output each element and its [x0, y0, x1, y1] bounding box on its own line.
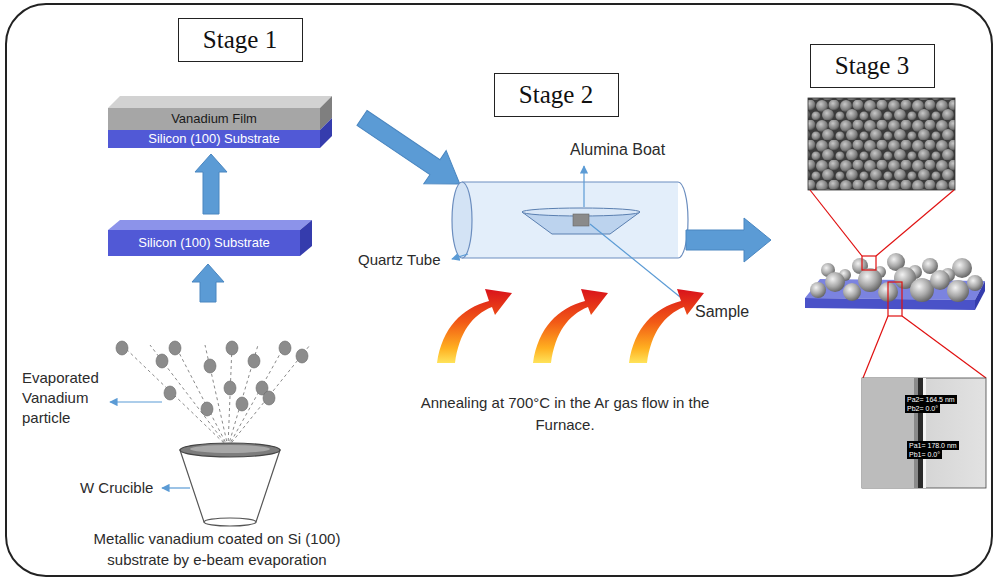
callout-label: Annealing at 700°C in the Ar gas flow in…	[415, 392, 715, 436]
measurement-tag: Pa2= 164.5 nm	[905, 395, 957, 404]
evaporation-paths	[122, 345, 310, 447]
measurement-tag: Pa1= 178.0 nm	[907, 441, 959, 450]
stage-heading-box: Stage 1	[178, 18, 303, 62]
stage-heading-box: Stage 2	[494, 73, 619, 117]
vanadium-oxide-spheres	[810, 253, 983, 302]
layer-name: Vanadium Film	[108, 108, 320, 130]
measurement-tag: Pb1= 0.0°	[907, 450, 942, 459]
substrate-slab	[108, 220, 312, 256]
heat-arrows	[437, 289, 704, 363]
callout-label: Metallic vanadium coated on Si (100) sub…	[62, 528, 372, 570]
layer-name: Silicon (100) Substrate	[108, 230, 300, 256]
film-stack-slab	[108, 96, 332, 148]
zoom-markers	[810, 190, 986, 378]
callout-label: W Crucible	[80, 478, 153, 498]
layer-name: Silicon (100) Substrate	[108, 130, 320, 148]
callout-label: Alumina Boat	[570, 140, 665, 159]
leader-line	[452, 254, 468, 259]
callout-label: Quartz Tube	[358, 250, 441, 269]
quartz-tube	[452, 182, 688, 258]
process-arrow	[195, 154, 227, 214]
process-arrow	[686, 218, 771, 262]
process-arrow	[192, 264, 224, 302]
leader-line	[583, 166, 584, 207]
sample-piece	[573, 214, 589, 226]
stage-title: Stage 1	[203, 26, 277, 54]
tungsten-crucible	[180, 443, 280, 526]
measurement-tag: Pb2= 0.0°	[905, 404, 940, 413]
stage-title: Stage 2	[519, 81, 593, 109]
layer-slab: Silicon (100) Substrate	[108, 218, 314, 258]
process-arrow	[351, 101, 471, 200]
alumina-boat	[522, 208, 640, 234]
leader-line	[110, 401, 162, 402]
sem-top-view	[808, 98, 955, 190]
outer-frame	[6, 4, 992, 576]
stage-title: Stage 3	[835, 52, 909, 80]
leader-line	[162, 487, 190, 488]
callout-label: Sample	[695, 302, 749, 321]
callout-label: Evaporated Vanadium particle	[22, 368, 117, 428]
layer-slab: Vanadium FilmSilicon (100) Substrate	[108, 94, 332, 150]
sem-cross-section	[862, 378, 986, 488]
stage-heading-box: Stage 3	[810, 44, 935, 88]
vanadium-particles	[116, 341, 308, 416]
